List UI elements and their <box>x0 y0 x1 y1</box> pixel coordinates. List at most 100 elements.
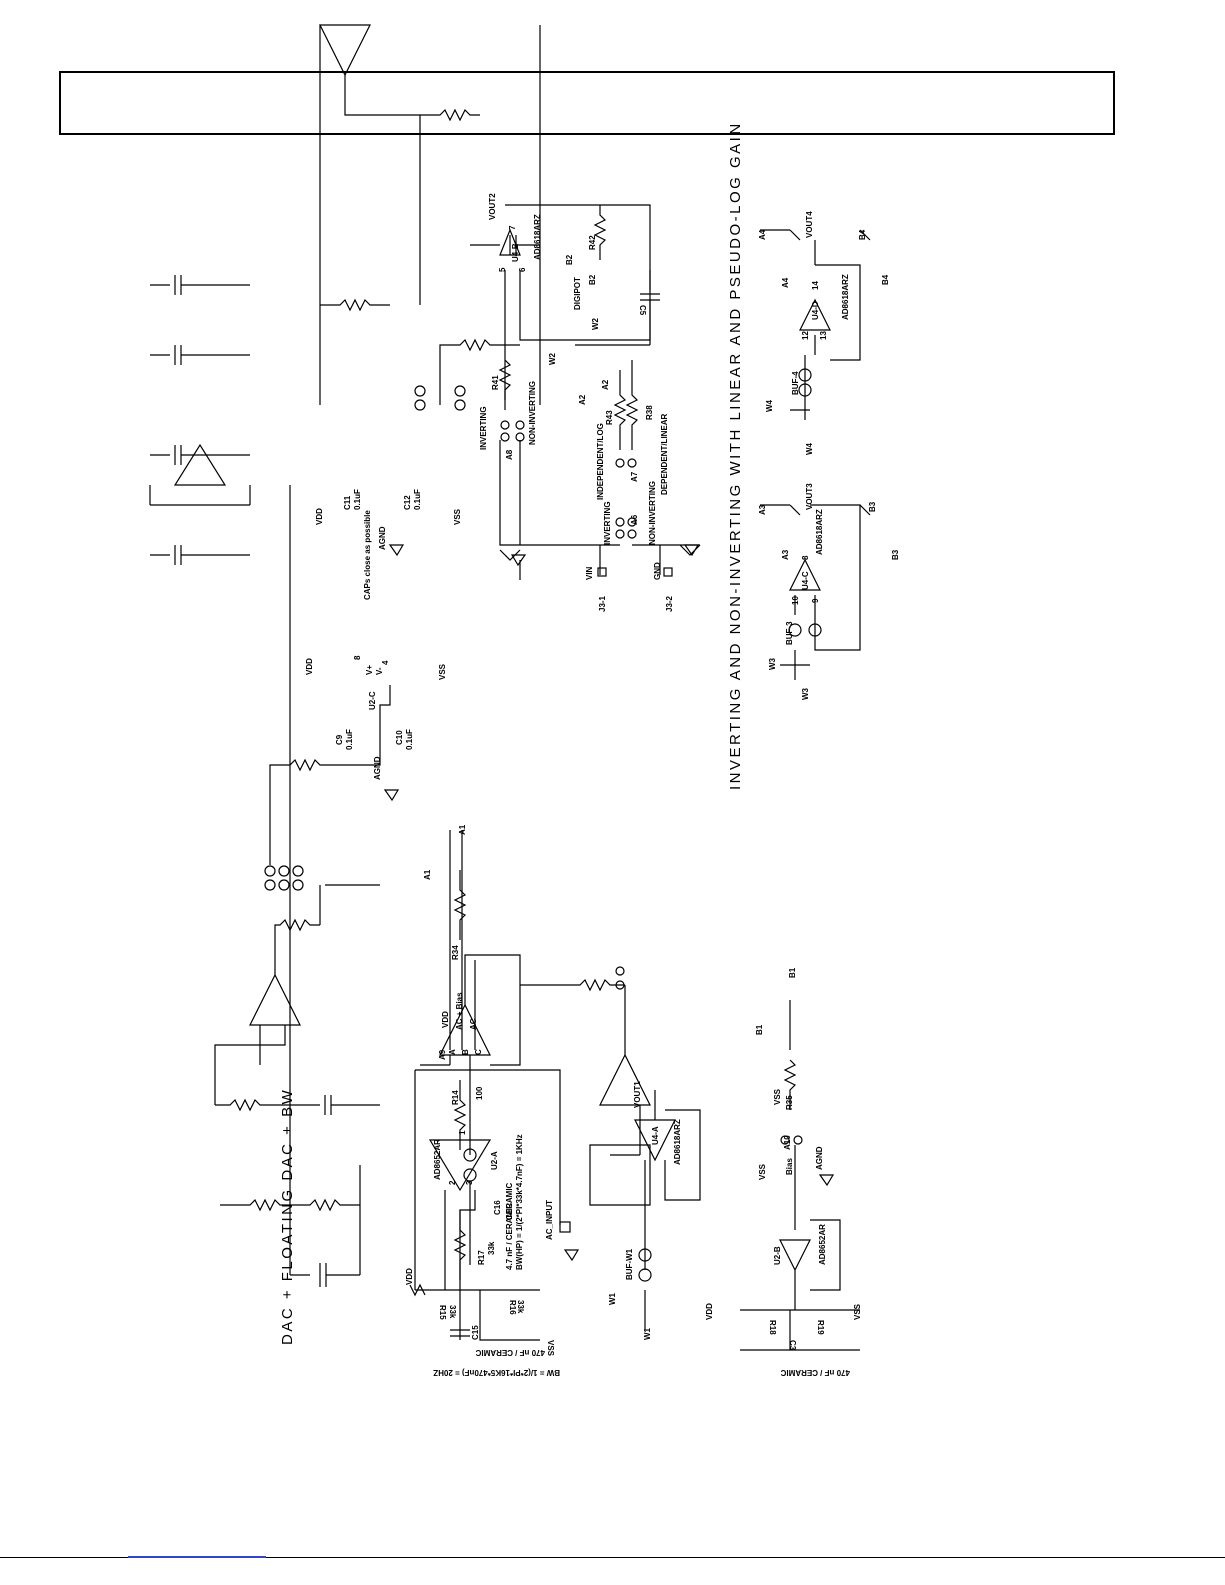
note-c16-value: 4.7 nF / CERAMIC <box>505 1203 514 1270</box>
label-b2-out: B2 <box>588 274 597 285</box>
label-c9: C9 <box>335 734 344 745</box>
label-vss-r35: VSS <box>773 1088 782 1105</box>
label-pin12-u4d: 12 <box>801 331 810 340</box>
label-vdd-a9: VDD <box>441 1011 450 1028</box>
label-vdd-3: VDD <box>305 658 314 675</box>
ground-symbol <box>388 544 405 557</box>
label-r19: R19 <box>816 1320 825 1335</box>
label-buf-4: BUF-4 <box>791 371 800 395</box>
label-b3-in: B3 <box>868 501 877 512</box>
label-j3-1: J3-1 <box>598 595 607 612</box>
label-pin7-u4b: 7 <box>508 225 517 230</box>
note-c3-value: 470 nF / CERAMIC <box>780 1368 850 1377</box>
label-buf-3: BUF-3 <box>785 621 794 645</box>
label-b4-out: B4 <box>881 274 890 285</box>
label-r14-val: 100 <box>475 1086 484 1100</box>
label-u2a: U2-A <box>490 1151 499 1170</box>
label-r17: R17 <box>477 1250 486 1265</box>
ground-symbol <box>563 1249 580 1262</box>
label-b3-out: B3 <box>891 549 900 560</box>
footer-link-underline[interactable] <box>128 1556 266 1558</box>
label-pin6-u4b: 6 <box>518 267 527 272</box>
label-vin: VIN <box>585 566 594 580</box>
label-w4-in: W4 <box>765 399 774 412</box>
label-pin9-u4c: 9 <box>811 598 820 603</box>
label-vss-bias: VSS <box>758 1163 767 1180</box>
label-vminus: V- <box>375 667 384 675</box>
label-c11: C11 <box>343 495 352 510</box>
label-c10-val: 0.1uF <box>405 729 414 750</box>
label-w2-out: W2 <box>591 317 600 330</box>
label-buf-w1: BUF-W1 <box>625 1248 634 1280</box>
ground-symbol <box>383 789 400 802</box>
label-r14: R14 <box>451 1090 460 1105</box>
label-a7: A7 <box>630 471 639 482</box>
label-c10: C10 <box>395 730 404 745</box>
label-dep-lin: DEPENDENT/LINEAR <box>660 413 669 495</box>
label-vss-4: VSS <box>453 508 462 525</box>
label-u4a: U4-A <box>651 1126 660 1145</box>
connector-vin <box>597 567 607 577</box>
label-b1-in: B1 <box>755 1024 764 1035</box>
label-a2-in: A2 <box>578 394 587 405</box>
label-ceramic: CERAMIC <box>505 1182 514 1220</box>
label-c16: C16 <box>493 1200 502 1215</box>
label-a3-in: A3 <box>758 504 767 515</box>
label-pin3-u2a: 3 <box>465 1180 474 1185</box>
label-noninv-a8: NON-INVERTING <box>528 381 537 445</box>
label-w4-out: W4 <box>805 442 814 455</box>
label-vdd-2: VDD <box>705 1303 714 1320</box>
label-r15: R15 <box>438 1305 447 1320</box>
label-vplus: V+ <box>365 665 374 675</box>
label-a10: A10 <box>783 1135 792 1150</box>
label-r18: R18 <box>768 1320 777 1335</box>
label-pin14-u4d: 14 <box>811 281 820 290</box>
label-a1-in: A1 <box>423 869 432 880</box>
label-ad8652-1: AD8652AR <box>433 1139 442 1180</box>
label-ac-bias: AC + Bias <box>455 992 464 1030</box>
label-a1-out: A1 <box>458 824 467 835</box>
label-w1-out: W1 <box>643 1327 652 1340</box>
inverting-section <box>319 24 541 411</box>
label-a4-out: A4 <box>781 277 790 288</box>
label-inverting-a6: INVERTING <box>603 501 612 545</box>
label-a9-c: C <box>474 1049 483 1055</box>
label-ad8618-1: AD8618ARZ <box>673 1119 682 1165</box>
label-vout2: VOUT2 <box>488 193 497 220</box>
section-title-dac-bw: DAC + FLOATING DAC + BW <box>279 1088 296 1345</box>
label-pin8-u2c: 8 <box>353 655 362 660</box>
footer-rule <box>0 1557 1225 1558</box>
label-w3-out: W3 <box>801 687 810 700</box>
label-indep-log: INDEPENDENT/LOG <box>596 423 605 500</box>
label-agnd-1: AGND <box>815 1146 824 1170</box>
label-r34: R34 <box>451 945 460 960</box>
label-a8: A8 <box>505 449 514 460</box>
label-r38: R38 <box>645 405 654 420</box>
label-vout1: VOUT1 <box>633 1081 642 1108</box>
label-ad8618-2: AD8618ARZ <box>533 214 542 260</box>
label-a9: A9 <box>438 1049 447 1060</box>
label-c3: C3 <box>788 1340 797 1351</box>
label-u2b: U2-B <box>773 1246 782 1265</box>
label-a6: A6 <box>630 514 639 525</box>
label-r17-val: 33k <box>487 1241 496 1255</box>
decoupling-note: CAPs close as possible <box>363 510 372 600</box>
label-vss-3: VSS <box>438 663 447 680</box>
label-r16-val: 33k <box>516 1300 525 1314</box>
label-ac-input: AC_INPUT <box>545 1200 554 1240</box>
label-gnd: GND <box>653 562 662 580</box>
label-pin13-u4d: 13 <box>819 331 828 340</box>
label-j3-2: J3-2 <box>665 595 674 612</box>
ground-symbol <box>818 1174 835 1187</box>
label-vdd-1: VDD <box>405 1268 414 1285</box>
label-c12-val: 0.1uF <box>413 489 422 510</box>
label-c9-val: 0.1uF <box>345 729 354 750</box>
label-r41: R41 <box>491 375 500 390</box>
label-noninv-a6: NON-INVERTING <box>648 481 657 545</box>
note-bw-hp: BW(HP) = 1/(2*PI*33k*4.7nF) = 1KHz <box>515 1134 524 1270</box>
label-b1-out: B1 <box>788 967 797 978</box>
label-vss-2: VSS <box>853 1303 862 1320</box>
label-pin2-u2a: 2 <box>448 1180 457 1185</box>
label-a4-in: A4 <box>758 229 767 240</box>
